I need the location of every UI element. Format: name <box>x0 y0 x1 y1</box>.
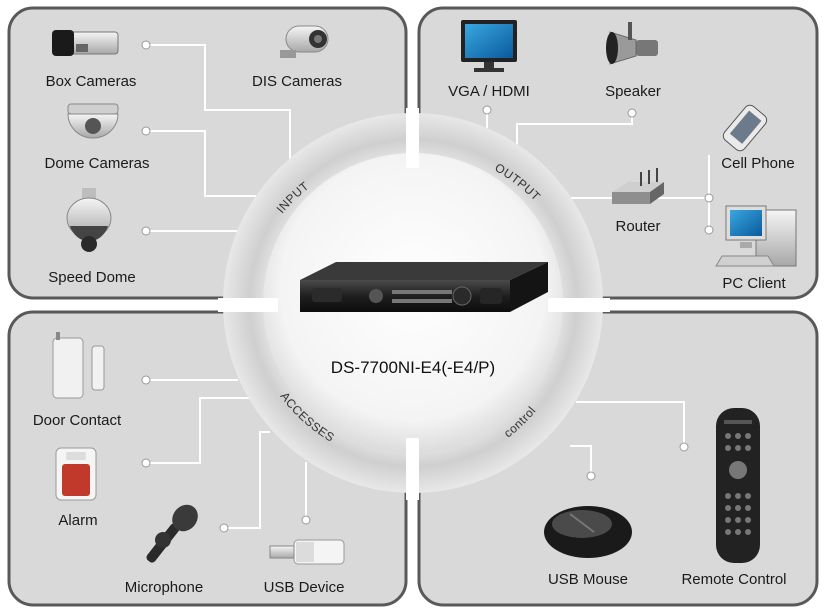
label-dome-cameras: Dome Cameras <box>44 155 149 172</box>
dis-camera-icon <box>280 25 329 58</box>
connector-remote <box>576 401 685 447</box>
pc-client-icon <box>715 205 797 267</box>
speed-dome-icon <box>66 188 112 252</box>
label-alarm: Alarm <box>58 512 97 529</box>
dome-camera-icon <box>67 103 119 139</box>
label-router: Router <box>615 218 660 235</box>
label-usb-mouse: USB Mouse <box>548 571 628 588</box>
cell-phone-icon <box>722 104 768 152</box>
connector-dome-cameras <box>146 130 256 197</box>
label-dis-cameras: DIS Cameras <box>252 73 342 90</box>
connector-dots <box>141 40 714 533</box>
label-microphone: Microphone <box>125 579 203 596</box>
label-remote-control: Remote Control <box>681 571 786 588</box>
box-camera-icon <box>52 30 119 56</box>
label-pc-client: PC Client <box>722 275 786 292</box>
nvr-device-icon <box>300 262 548 312</box>
usb-device-icon <box>269 539 345 565</box>
label-box-cameras: Box Cameras <box>46 73 137 90</box>
label-vga-hdmi: VGA / HDMI <box>448 83 530 100</box>
connector-speaker <box>516 113 633 150</box>
connector-usb-mouse <box>570 445 592 476</box>
door-contact-icon <box>52 332 105 399</box>
label-cell-phone: Cell Phone <box>721 155 794 172</box>
model-name: DS-7700NI-E4(-E4/P) <box>331 358 495 377</box>
connector-microphone <box>224 431 270 529</box>
speaker-icon <box>606 22 658 65</box>
connector-alarm <box>146 397 262 464</box>
remote-control-icon <box>716 408 760 563</box>
label-usb-device: USB Device <box>264 579 345 596</box>
connector-box-cameras <box>146 44 291 168</box>
monitor-icon <box>461 20 517 72</box>
usb-mouse-icon <box>544 506 632 558</box>
quadrant-dividers <box>218 108 610 500</box>
label-speaker: Speaker <box>605 83 661 100</box>
alarm-icon <box>55 447 97 501</box>
router-icon <box>612 168 664 204</box>
label-door-contact: Door Contact <box>33 412 122 429</box>
microphone-icon <box>146 504 198 563</box>
label-speed-dome: Speed Dome <box>48 269 136 286</box>
